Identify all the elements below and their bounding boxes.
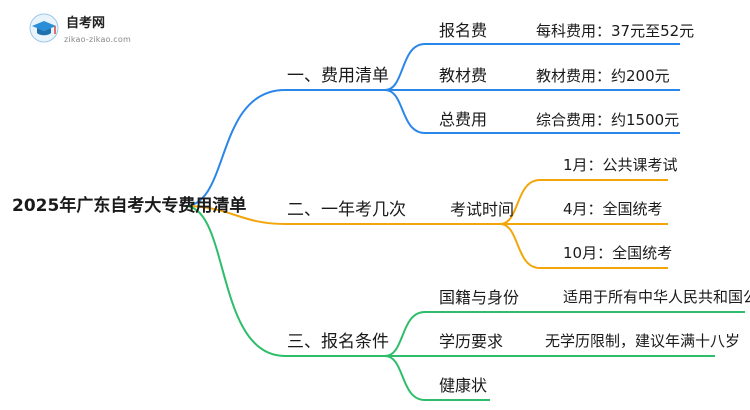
logo-url: zikao-zikao.com: [64, 35, 131, 44]
connector-root-branch-1: [184, 89, 385, 207]
detail-exam-jan: 1月：公共课考试: [563, 156, 678, 174]
detail-education: 无学历限制，建议年满十八岁: [545, 332, 741, 350]
connector-exam-month-3: [499, 223, 668, 269]
connector-root-branch-2: [184, 205, 420, 225]
connector-root-branch-3: [184, 205, 385, 357]
detail-total-fee: 综合费用：约1500元: [536, 111, 680, 129]
detail-textbook-fee: 教材费用：约200元: [536, 67, 670, 85]
branch-fee-list: 一、费用清单: [287, 66, 389, 86]
detail-exam-apr: 4月：全国统考: [563, 200, 663, 218]
branch-conditions: 三、报名条件: [287, 332, 389, 352]
connector-exam-month-1: [499, 179, 668, 225]
connector-cond-3: [384, 355, 490, 401]
connector-fee-1: [384, 43, 680, 91]
node-exam-time: 考试时间: [450, 200, 515, 219]
graduation-cap-icon: [29, 13, 59, 43]
detail-registration-fee: 每科费用：37元至52元: [536, 22, 695, 40]
node-textbook-fee: 教材费: [439, 66, 488, 85]
root-topic: 2025年广东自考大专费用清单: [12, 196, 247, 216]
connector-cond-1: [384, 311, 745, 357]
connector-fee-3: [384, 89, 680, 134]
detail-exam-oct: 10月：全国统考: [563, 244, 673, 262]
logo: 自考网 zikao-zikao.com: [28, 8, 148, 48]
detail-nationality: 适用于所有中华人民共和国公民: [563, 288, 750, 306]
node-nationality: 国籍与身份: [439, 288, 520, 307]
node-registration-fee: 报名费: [439, 21, 488, 40]
node-health: 健康状: [439, 376, 488, 395]
branch-exam-times: 二、一年考几次: [287, 200, 406, 220]
node-total-fee: 总费用: [439, 110, 488, 129]
logo-name: 自考网: [66, 16, 106, 31]
node-education: 学历要求: [439, 332, 504, 351]
